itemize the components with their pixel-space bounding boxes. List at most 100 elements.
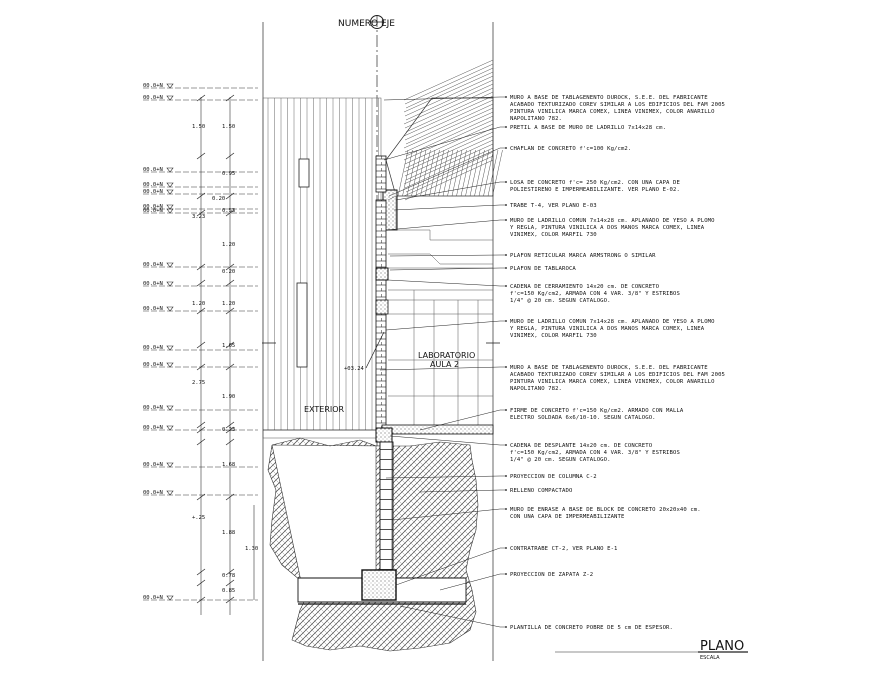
bond-beam <box>375 267 389 281</box>
note-line: ACABADO TEXTURIZADO COREV SIMILAR A LOS … <box>510 102 725 108</box>
title-block: PLANO ESCALA <box>555 639 748 661</box>
note-line: ELECTRO SOLDADA 6x6/10-10. SEGUN CATALOG… <box>510 415 656 421</box>
exterior-label: EXTERIOR <box>304 405 345 414</box>
interior-grid <box>387 195 493 430</box>
note-line: CON UNA CAPA DE IMPERMEABILIZANTE <box>510 514 625 520</box>
dimension-label: 1.90 <box>222 394 235 400</box>
note-line: MURO DE LADRILLO COMUN 7x14x28 cm. APLAN… <box>510 319 715 325</box>
note-line: PINTURA VINILICA MARCA COMEX, LINEA VINI… <box>510 379 715 385</box>
level-label: 00.0+N <box>143 262 163 268</box>
note-line: 1/4" @ 20 cm. SEGUN CATALOGO. <box>510 457 611 463</box>
note-line: f'c=150 Kg/cm2, ARMADA CON 4 VAR. 3/8" Y… <box>510 291 680 297</box>
block-wall <box>379 441 394 579</box>
level-label: 00.0+N <box>143 306 163 312</box>
note-line: POLIESTIRENO E IMPERMEABILIZANTE. VER PL… <box>510 187 680 193</box>
note-line: PROYECCION DE ZAPATA Z-2 <box>510 572 593 578</box>
note-line: Y REGLA, PINTURA VINILICA A DOS MANOS MA… <box>510 326 705 332</box>
dimension-label: 1.88 <box>222 530 235 536</box>
cladding-outline <box>262 97 382 439</box>
note-line: ACABADO TEXTURIZADO COREV SIMILAR A LOS … <box>510 372 725 378</box>
note-line: NAPOLITANO 782. <box>510 386 562 392</box>
level-label: 00.0+N <box>143 362 163 368</box>
note-line: VINIMEX, COLOR MARFIL 730 <box>510 333 597 339</box>
roof-edge <box>385 97 494 197</box>
roof-slab <box>397 59 503 201</box>
dimension-chains: 1.500.950.531.200.201.201.051.900.231.68… <box>192 94 258 615</box>
level-label: 00.0+N <box>143 95 163 101</box>
level-label: 00.0+N <box>143 345 163 351</box>
dimension-label: 0.78 <box>222 573 235 579</box>
floor-slab <box>381 424 494 435</box>
dimension-label: 1.30 <box>245 546 258 552</box>
room-label-line2: AULA 2 <box>430 360 459 369</box>
level-label: 00.0+N <box>143 490 163 496</box>
note-line: MURO A BASE DE TABLAGENENTO DUROCK, S.E.… <box>510 95 708 101</box>
dimension-label: 1.20 <box>222 301 235 307</box>
scale-label: ESCALA <box>700 655 720 661</box>
dimension-label: 0.95 <box>222 171 235 177</box>
dimension-label: 0.20 <box>212 196 225 202</box>
note-line: MURO DE ENRASE A BASE DE BLOCK DE CONCRE… <box>510 507 701 513</box>
note-line: MURO A BASE DE TABLAGENENTO DUROCK, S.E.… <box>510 365 708 371</box>
level-label: 00.0+N <box>143 405 163 411</box>
dimension-label: +.25 <box>192 515 205 521</box>
level-label: 00.0+N <box>143 462 163 468</box>
exterior-cladding <box>267 98 379 430</box>
dimension-label: 0.53 <box>222 208 235 214</box>
note-line: PLANTILLA DE CONCRETO POBRE DE 5 cm DE E… <box>510 625 673 631</box>
compacted-fill <box>267 437 479 652</box>
dimension-label: 0.85 <box>222 588 235 594</box>
plan-title: PLANO <box>700 639 744 654</box>
note-line: PRETIL A BASE DE MURO DE LADRILLO 7x14x2… <box>510 125 666 131</box>
dimension-label: 1.68 <box>222 462 235 468</box>
level-label: 00.0+N <box>143 595 163 601</box>
level-markers: 00.0+N00.0+N00.0+N00.0+N00.0+N00.0+N00.0… <box>143 83 258 601</box>
note-line: CONTRATRABE CT-2, VER PLANO E-1 <box>510 546 618 552</box>
dimension-label: 1.20 <box>222 242 235 248</box>
note-line: 1/4" @ 20 cm. SEGUN CATALOGO. <box>510 298 611 304</box>
dimension-label: 0.20 <box>222 269 235 275</box>
level-label: 00.0+N <box>143 189 163 195</box>
dimension-label: 3.23 <box>192 214 205 220</box>
dimension-label: 0.23 <box>222 427 235 433</box>
dimension-label: 1.20 <box>192 301 205 307</box>
level-label: 00.0+N <box>143 83 163 89</box>
parapet <box>375 155 387 193</box>
brick-wall <box>375 199 387 431</box>
room-label-line1: LABORATORIO <box>418 351 475 360</box>
note-line: Y REGLA, PINTURA VINILICA A DOS MANOS MA… <box>510 225 705 231</box>
dimension-label: 1.50 <box>192 124 205 130</box>
note-line: FIRME DE CONCRETO f'c=150 Kg/cm2. ARMADO… <box>510 408 684 414</box>
axis-bubble: NUMERO EJE <box>338 15 395 29</box>
level-callout-leader <box>365 331 385 369</box>
note-line: CHAFLAN DE CONCRETO f'c=100 Kg/cm2. <box>510 146 631 152</box>
note-line: CADENA DE CERRAMIENTO 14x20 cm. DE CONCR… <box>510 284 660 290</box>
note-line: f'c=150 Kg/cm2, ARMADA CON 4 VAR. 3/8" Y… <box>510 450 680 456</box>
note-line: TRABE T-4, VER PLANO E-03 <box>510 203 597 209</box>
level-label: 00.0+N <box>143 167 163 173</box>
window-openings <box>296 158 310 368</box>
note-line: VINIMEX, COLOR MARFIL 730 <box>510 232 597 238</box>
note-line: CADENA DE DESPLANTE 14x20 cm. DE CONCRET… <box>510 443 653 449</box>
level-label: 00.0+N <box>143 208 163 214</box>
dimension-label: 2.75 <box>192 380 205 386</box>
note-line: MURO DE LADRILLO COMUN 7x14x28 cm. APLAN… <box>510 218 715 224</box>
level-callout: +03.24 <box>344 366 365 372</box>
note-line: PROYECCION DE COLUMNA C-2 <box>510 474 597 480</box>
note-line: RELLENO COMPACTADO <box>510 488 573 494</box>
grade-beam <box>375 427 393 443</box>
note-line: NAPOLITANO 782. <box>510 116 562 122</box>
bond-beam-2 <box>375 299 389 315</box>
note-line: LOSA DE CONCRETO f'c= 250 Kg/cm2. CON UN… <box>510 180 680 186</box>
level-label: 00.0+N <box>143 182 163 188</box>
note-line: PINTURA VINILICA MARCA COMEX, LINEA VINI… <box>510 109 715 115</box>
note-line: PLAFON DE TABLAROCA <box>510 266 576 272</box>
level-label: 00.0+N <box>143 204 163 210</box>
contratrabe <box>361 569 397 601</box>
level-label: 00.0+N <box>143 425 163 431</box>
annotation-notes: MURO A BASE DE TABLAGENENTO DUROCK, S.E.… <box>379 95 725 631</box>
note-line: PLAFON RETICULAR MARCA ARMSTRONG O SIMIL… <box>510 253 656 259</box>
dimension-label: 1.50 <box>222 124 235 130</box>
axis-label: NUMERO EJE <box>338 19 395 29</box>
